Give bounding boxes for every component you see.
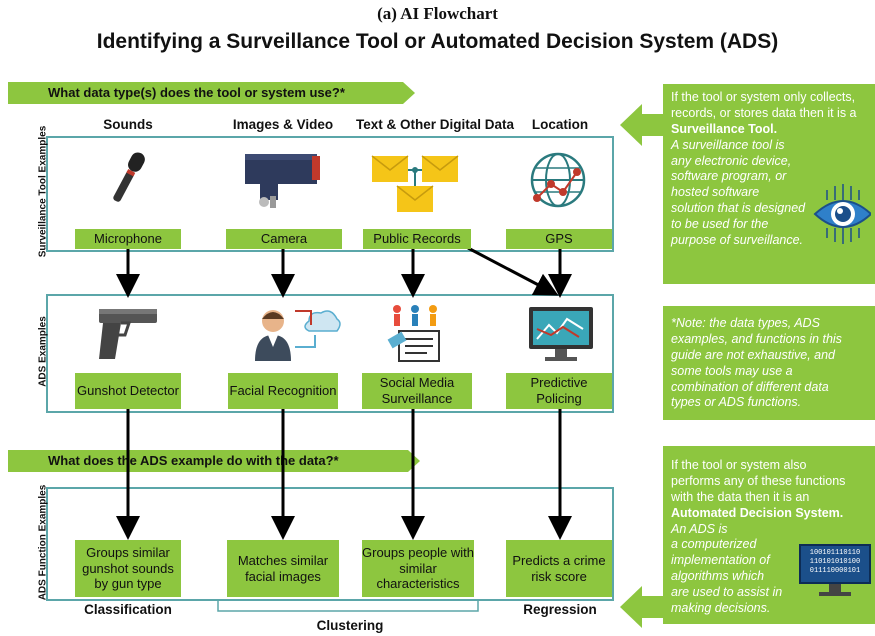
- definition-text: algorithms which: [671, 569, 765, 584]
- definition-text: records, or stores data then it is a: [671, 105, 857, 120]
- tool-box-public-records: Public Records: [363, 229, 471, 249]
- ads-box-gunshot-detector: Gunshot Detector: [75, 373, 181, 409]
- side-arrow-bottom: [620, 586, 664, 628]
- definition-text: performs any of these functions: [671, 473, 846, 488]
- definition-text: An ADS is: [671, 521, 728, 536]
- question-text: What does the ADS example do with the da…: [48, 453, 339, 468]
- definition-text: A surveillance tool is: [671, 137, 785, 152]
- column-header-text: Text & Other Digital Data: [355, 117, 515, 132]
- definition-text: implementation of: [671, 553, 770, 568]
- tool-box-gps: GPS: [506, 229, 612, 249]
- face-recognition-icon: [255, 310, 341, 361]
- question-text: What data type(s) does the tool or syste…: [48, 85, 345, 100]
- definition-text: hosted software: [671, 185, 760, 200]
- predictive-chart-icon: [529, 307, 593, 361]
- definition-term: Surveillance Tool.: [671, 121, 778, 136]
- definition-text: purpose of surveillance.: [671, 232, 804, 247]
- function-box-facial: Matches similar facial images: [227, 540, 339, 597]
- ads-definition-box: If the tool or system also performs any …: [663, 446, 875, 624]
- surveillance-definition-box: If the tool or system only collects, rec…: [663, 84, 875, 284]
- ads-box-predictive-policing: Predictive Policing: [506, 373, 612, 409]
- definition-text: solution that is designed: [671, 201, 806, 216]
- definition-term: Automated Decision System.: [671, 505, 844, 520]
- function-box-social: Groups people with similar characteristi…: [362, 540, 474, 597]
- column-header-location: Location: [531, 117, 589, 132]
- definition-text: are used to assist in: [671, 585, 783, 599]
- note-text: types or ADS functions.: [671, 395, 802, 410]
- eye-icon: [813, 184, 871, 244]
- microphone-icon: [113, 152, 145, 202]
- gun-icon: [99, 309, 157, 359]
- clustering-bracket: [217, 600, 479, 612]
- definition-text: to be used for the: [671, 217, 769, 231]
- label-clustering: Clustering: [316, 618, 384, 633]
- question-banner-ads-function: What does the ADS example do with the da…: [8, 450, 420, 472]
- tool-box-camera: Camera: [226, 229, 342, 249]
- label-classification: Classification: [84, 602, 172, 617]
- monitor-icon: 100101110110 110101010100 011110000101: [799, 544, 871, 600]
- note-text: guide are not exhaustive, and: [671, 347, 836, 362]
- side-arrow-top: [620, 104, 664, 146]
- note-text: examples, and functions in this: [671, 331, 842, 346]
- ads-box-facial-recognition: Facial Recognition: [228, 373, 338, 409]
- note-text: some tools may use a: [671, 363, 793, 378]
- definition-text: If the tool or system only collects,: [671, 90, 856, 104]
- definition-text: a computerized: [671, 537, 757, 552]
- globe-icon: [530, 152, 586, 208]
- page-title: Identifying a Surveillance Tool or Autom…: [96, 30, 779, 53]
- column-header-sounds: Sounds: [103, 117, 153, 132]
- label-regression: Regression: [523, 602, 597, 617]
- definition-text: with the data then it is an: [671, 489, 810, 504]
- arrow-records-policing: [467, 246, 559, 296]
- question-banner-data-types: What data type(s) does the tool or syste…: [8, 82, 415, 104]
- camera-icon: [245, 154, 320, 208]
- tool-box-microphone: Microphone: [75, 229, 181, 249]
- note-text: *Note: the data types, ADS: [671, 316, 820, 330]
- function-box-gunshot: Groups similar gunshot sounds by gun typ…: [75, 540, 181, 597]
- note-text: combination of different data: [671, 379, 829, 394]
- note-box: *Note: the data types, ADS examples, and…: [663, 306, 875, 420]
- social-media-icon: [387, 305, 440, 362]
- definition-text: making decisions.: [671, 600, 771, 615]
- binary-text: 100101110110: [809, 549, 861, 557]
- binary-text: 110101010100: [809, 558, 861, 566]
- column-header-images: Images & Video: [232, 117, 334, 132]
- ads-box-social-media: Social Media Surveillance: [362, 373, 472, 409]
- binary-text: 011110000101: [809, 567, 861, 575]
- definition-text: any electronic device,: [671, 153, 792, 168]
- definition-text: If the tool or system also: [671, 458, 807, 472]
- function-box-policing: Predicts a crime risk score: [506, 540, 612, 597]
- envelopes-icon: [371, 155, 459, 212]
- definition-text: software program, or: [671, 169, 787, 184]
- figure-caption: (a) AI Flowchart: [377, 4, 498, 23]
